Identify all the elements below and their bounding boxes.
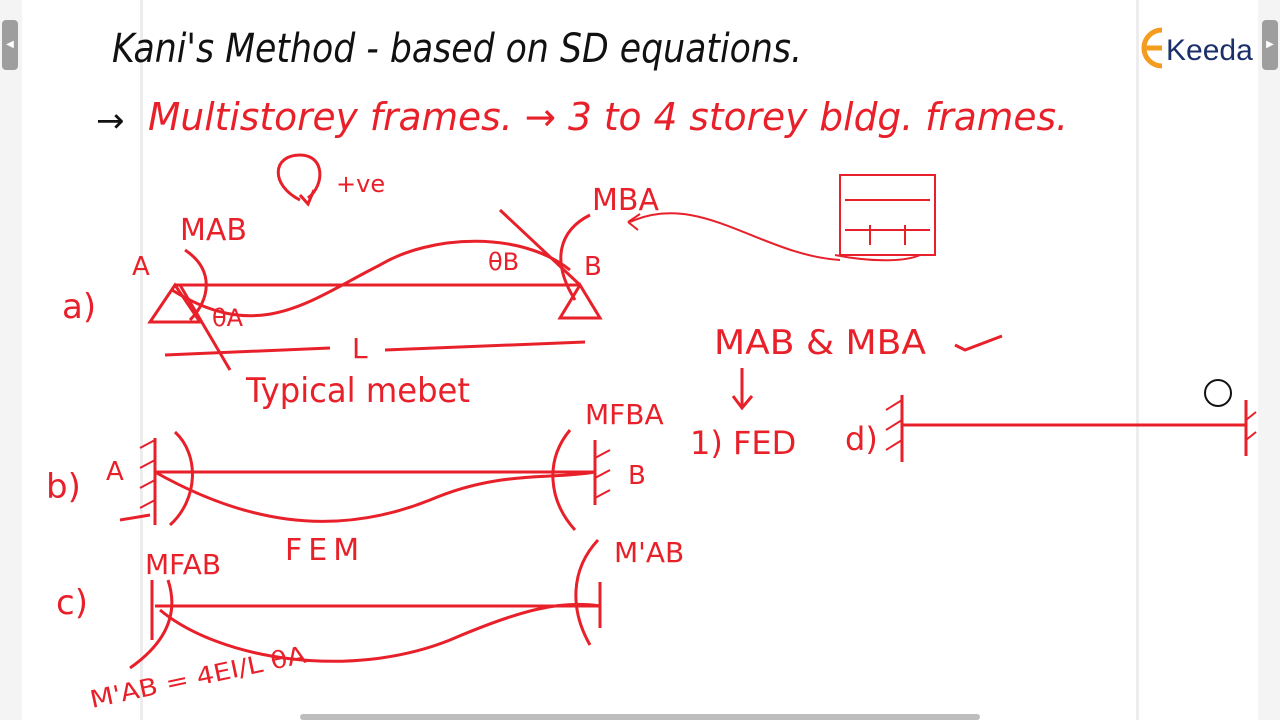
- node-a-label-b: A: [106, 457, 124, 487]
- length-arrow-left: [164, 346, 331, 357]
- page-scrollbar[interactable]: [300, 714, 980, 720]
- deflected-shape-a: [171, 239, 571, 318]
- tangent-b: [498, 208, 582, 287]
- topic-subtitle: Multistorey frames. → 3 to 4 storey bldg…: [148, 95, 1068, 139]
- theta-b-label: θB: [488, 248, 519, 276]
- left-margin: [0, 0, 22, 720]
- label-d: d): [845, 420, 878, 458]
- prev-page-tab[interactable]: ◀: [2, 20, 18, 70]
- typical-member-caption: Typical mebet: [245, 371, 470, 411]
- rotated-deflected-shape: [159, 602, 601, 663]
- moment-arc-ba: [559, 213, 591, 301]
- fem-moment-fab-label: MFAB: [145, 548, 221, 581]
- fem-moment-arc-b: [551, 429, 577, 532]
- positive-convention-label: +ve: [336, 170, 385, 198]
- moments-note: MAB & MBA: [714, 323, 926, 363]
- length-label: L: [352, 332, 368, 365]
- label-a: a): [62, 287, 96, 327]
- clockwise-moment-icon: [276, 153, 322, 202]
- fem-moment-fba-label: MFBA: [585, 398, 664, 431]
- bullet-arrow: →: [96, 101, 125, 141]
- fem-deflected-shape: [154, 470, 596, 523]
- fed-item: 1) FED: [690, 424, 796, 462]
- board-guide-right: [1136, 0, 1139, 720]
- next-page-tab[interactable]: ▶: [1262, 20, 1278, 70]
- moment-ab-label: MAB: [180, 213, 247, 248]
- logo-text: Keeda: [1166, 34, 1253, 67]
- stiffness-formula: M'AB = 4EI/L θA: [87, 641, 309, 714]
- moment-ab-prime-label: M'AB: [614, 536, 684, 569]
- right-margin: [1258, 0, 1280, 720]
- length-arrow-right: [384, 340, 586, 352]
- ekeeda-logo: Keeda: [1141, 27, 1253, 69]
- rotation-marker-icon: [1204, 379, 1232, 407]
- check-mark-icon: [954, 334, 1003, 352]
- theta-a-label: θA: [212, 304, 244, 332]
- fem-caption: FEM: [285, 533, 365, 568]
- tangent-a: [178, 284, 232, 371]
- rotation-arc-a: [129, 579, 174, 670]
- label-b: b): [46, 467, 81, 507]
- moment-ba-label: MBA: [592, 183, 659, 218]
- pointer-curve: [629, 212, 841, 261]
- node-b-label: B: [584, 252, 602, 282]
- roller-support-b: [557, 282, 603, 320]
- node-b-label-b: B: [628, 461, 646, 491]
- fem-moment-arc-a: [169, 430, 194, 527]
- lecture-title: Kani's Method - based on SD equations.: [112, 26, 802, 72]
- label-c: c): [56, 583, 88, 623]
- board-guide-left: [140, 0, 143, 720]
- node-a-label: A: [132, 252, 150, 282]
- hinge-support-a: [147, 282, 203, 324]
- multistorey-frame-sketch: [834, 174, 936, 262]
- rotation-arc-b: [574, 538, 600, 646]
